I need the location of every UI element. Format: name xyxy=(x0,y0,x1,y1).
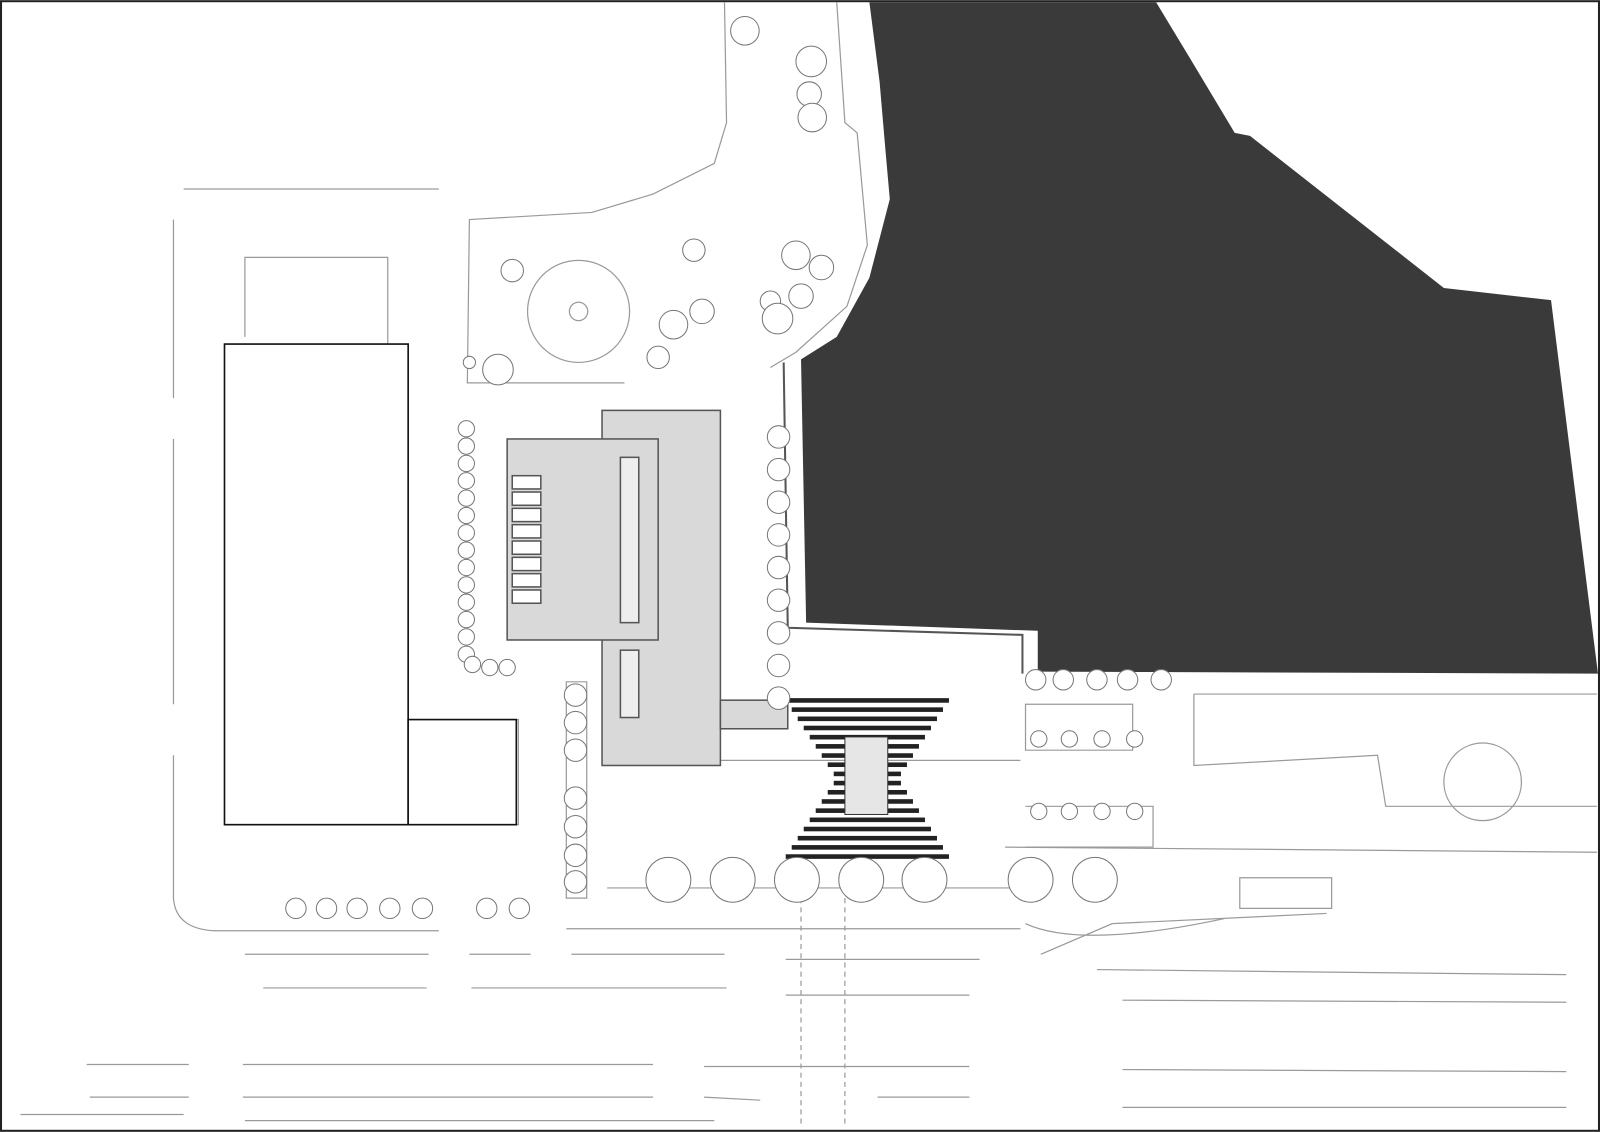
pavilion-stripe xyxy=(785,698,949,703)
tree-icon xyxy=(788,283,814,309)
tree-icon xyxy=(457,558,475,577)
tree-icon xyxy=(457,489,475,507)
tree-icon xyxy=(462,355,477,370)
tree-icon xyxy=(476,897,498,920)
tree-icon xyxy=(1060,802,1079,821)
museum-room xyxy=(511,507,542,523)
tree-icon xyxy=(1126,802,1144,821)
tree-icon xyxy=(766,588,791,612)
tree-icon xyxy=(1025,669,1047,691)
pavilion-stripe xyxy=(797,716,937,722)
museum-room xyxy=(511,572,542,588)
tree-icon xyxy=(457,593,475,611)
tree-icon xyxy=(766,686,791,710)
tree-icon xyxy=(766,523,791,547)
tree-icon xyxy=(781,240,811,271)
tree-icon xyxy=(766,457,791,482)
pavilion-stripe xyxy=(803,826,931,832)
pavilion-stripe xyxy=(791,845,943,850)
tree-icon xyxy=(508,897,531,920)
large-building xyxy=(223,343,409,826)
tree-icon xyxy=(1093,730,1111,748)
tree-icon xyxy=(645,856,692,903)
tree-icon xyxy=(563,786,588,810)
tree-icon xyxy=(285,897,307,920)
tree-icon xyxy=(457,628,475,646)
museum-room xyxy=(511,491,542,507)
tree-icon xyxy=(796,81,822,107)
water-body xyxy=(801,2,1598,674)
tree-icon xyxy=(411,897,434,920)
tree-icon xyxy=(563,843,588,868)
tree-icon xyxy=(315,897,338,920)
tree-icon xyxy=(563,870,588,894)
pavilion-stripe xyxy=(797,835,937,841)
tree-icon xyxy=(766,621,791,645)
tree-icon xyxy=(766,425,791,449)
pavilion-stripe xyxy=(809,817,925,823)
tree-icon xyxy=(457,472,475,490)
tree-icon xyxy=(457,454,475,473)
tree-icon xyxy=(797,102,828,133)
tree-icon xyxy=(766,490,791,514)
tree-icon xyxy=(457,541,475,559)
museum-room xyxy=(511,556,542,572)
tree-icon xyxy=(457,610,475,629)
tree-icon xyxy=(498,658,516,677)
tree-icon xyxy=(766,555,791,580)
tree-icon xyxy=(563,710,588,735)
tree-icon xyxy=(1150,669,1172,691)
tree-icon xyxy=(457,437,475,455)
pavilion-stripe xyxy=(803,725,931,731)
tree-icon xyxy=(689,298,715,325)
museum-room xyxy=(511,589,542,605)
museum-room xyxy=(511,474,542,490)
tree-icon xyxy=(658,309,689,340)
tree-icon xyxy=(1093,802,1111,821)
tree-icon xyxy=(1116,669,1139,691)
tree-icon xyxy=(1030,802,1048,821)
tree-icon xyxy=(481,658,499,677)
tree-icon xyxy=(646,345,670,370)
tree-icon xyxy=(1126,730,1144,748)
tree-icon xyxy=(1060,730,1079,748)
trees xyxy=(285,15,1172,920)
tree-icon xyxy=(563,738,588,762)
tree-icon xyxy=(563,683,588,707)
tree-icon xyxy=(838,856,885,903)
museum-room xyxy=(511,540,542,556)
pavilion-stripe xyxy=(791,707,943,712)
museum-room xyxy=(511,523,542,539)
tree-icon xyxy=(500,258,524,283)
tree-icon xyxy=(457,420,475,438)
tree-icon xyxy=(766,653,791,678)
tree-icon xyxy=(1007,856,1054,903)
tree-icon xyxy=(563,814,588,839)
pavilion-stripe xyxy=(785,854,949,859)
tree-icon xyxy=(463,655,482,674)
tree-icon xyxy=(1052,669,1074,691)
pavilion-core xyxy=(844,736,889,815)
tree-icon xyxy=(709,856,756,903)
museum-building xyxy=(506,409,789,767)
tree-icon xyxy=(795,45,828,78)
tree-icon xyxy=(457,506,475,525)
tree-icon xyxy=(457,524,475,542)
tree-icon xyxy=(682,238,706,262)
tree-icon xyxy=(457,576,475,594)
tree-icon xyxy=(379,897,401,920)
tree-icon xyxy=(1086,669,1108,691)
tree-icon xyxy=(346,897,368,920)
tree-icon xyxy=(482,353,514,386)
tree-icon xyxy=(1030,730,1048,748)
tree-icon xyxy=(761,302,794,335)
tree-icon xyxy=(808,254,835,281)
tree-icon xyxy=(773,856,820,903)
tree-icon xyxy=(730,15,760,46)
tree-icon xyxy=(1071,856,1118,903)
park-paths xyxy=(20,2,1597,1128)
tree-icon xyxy=(901,856,948,903)
annex-building xyxy=(407,718,518,826)
